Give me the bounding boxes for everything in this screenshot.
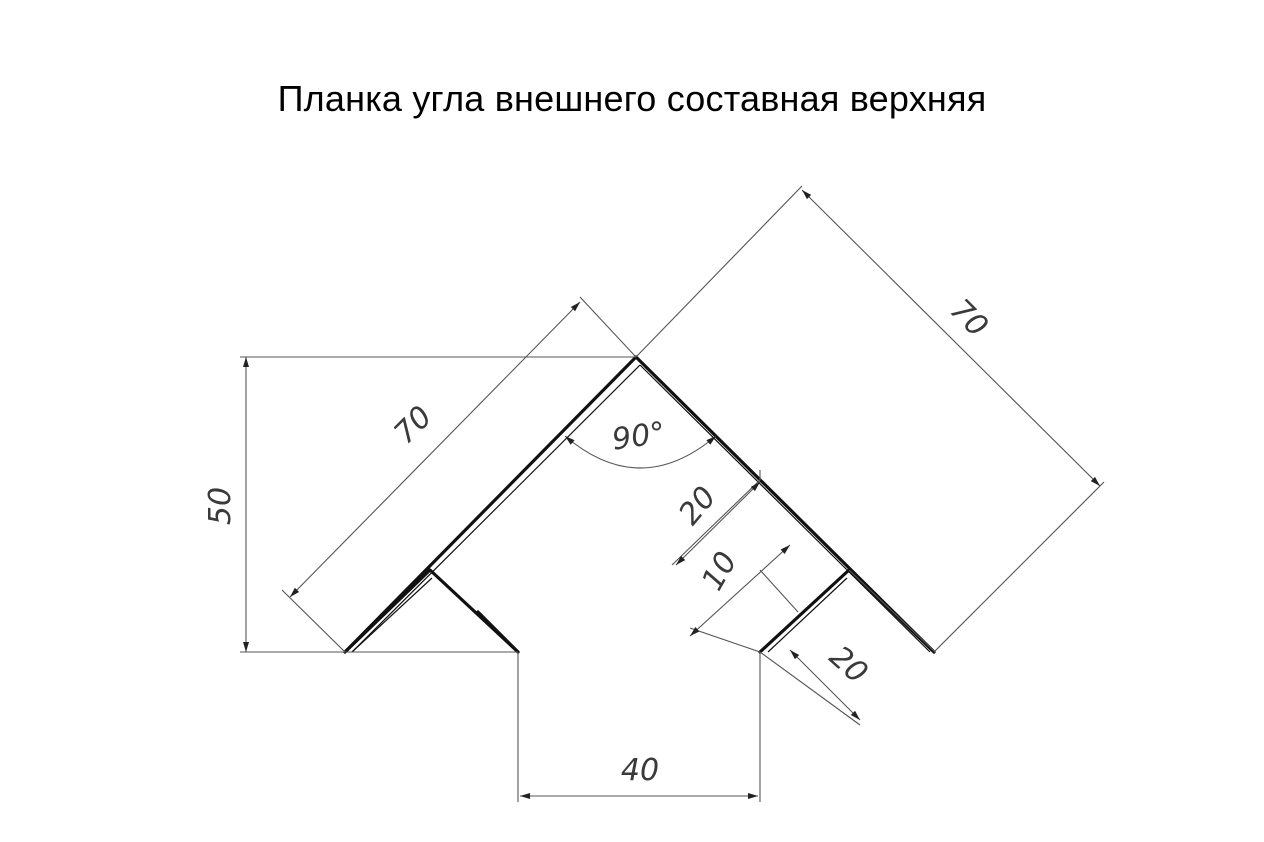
profile-inner-edge-left xyxy=(351,364,641,653)
dim-label-step-20-lower: 20 xyxy=(822,639,874,691)
dim-line-step-20-lower xyxy=(789,649,861,721)
profile-left-hem xyxy=(343,568,520,654)
page-title: Планка угла внешнего составная верхняя xyxy=(277,78,987,119)
dim-label-side-right: 70 xyxy=(943,292,995,344)
dim-line-side-left xyxy=(289,301,581,598)
dim-label-height-left: 50 xyxy=(203,487,238,525)
dim-label-bottom-width: 40 xyxy=(621,753,659,788)
profile-main-flanges xyxy=(343,355,936,654)
profile-inner-edge-right xyxy=(639,364,931,653)
dim-label-step-10: 10 xyxy=(695,546,744,597)
profile-left-hem-lip xyxy=(476,610,520,654)
dimension-lines xyxy=(243,189,1101,799)
dim-line-side-right xyxy=(801,189,1101,487)
dim-arc-angle xyxy=(564,435,717,469)
dim-line-step-20-upper xyxy=(675,481,761,566)
profile-shape xyxy=(343,355,936,654)
dim-label-angle: 90° xyxy=(610,416,668,458)
dim-label-step-20-upper: 20 xyxy=(672,480,723,532)
extension-lines xyxy=(240,185,1105,802)
dim-line-step-10 xyxy=(689,544,791,637)
dim-label-side-left: 70 xyxy=(387,399,439,451)
profile-right-hem-inner xyxy=(767,577,848,653)
profile-left-hem-inner xyxy=(351,577,433,653)
